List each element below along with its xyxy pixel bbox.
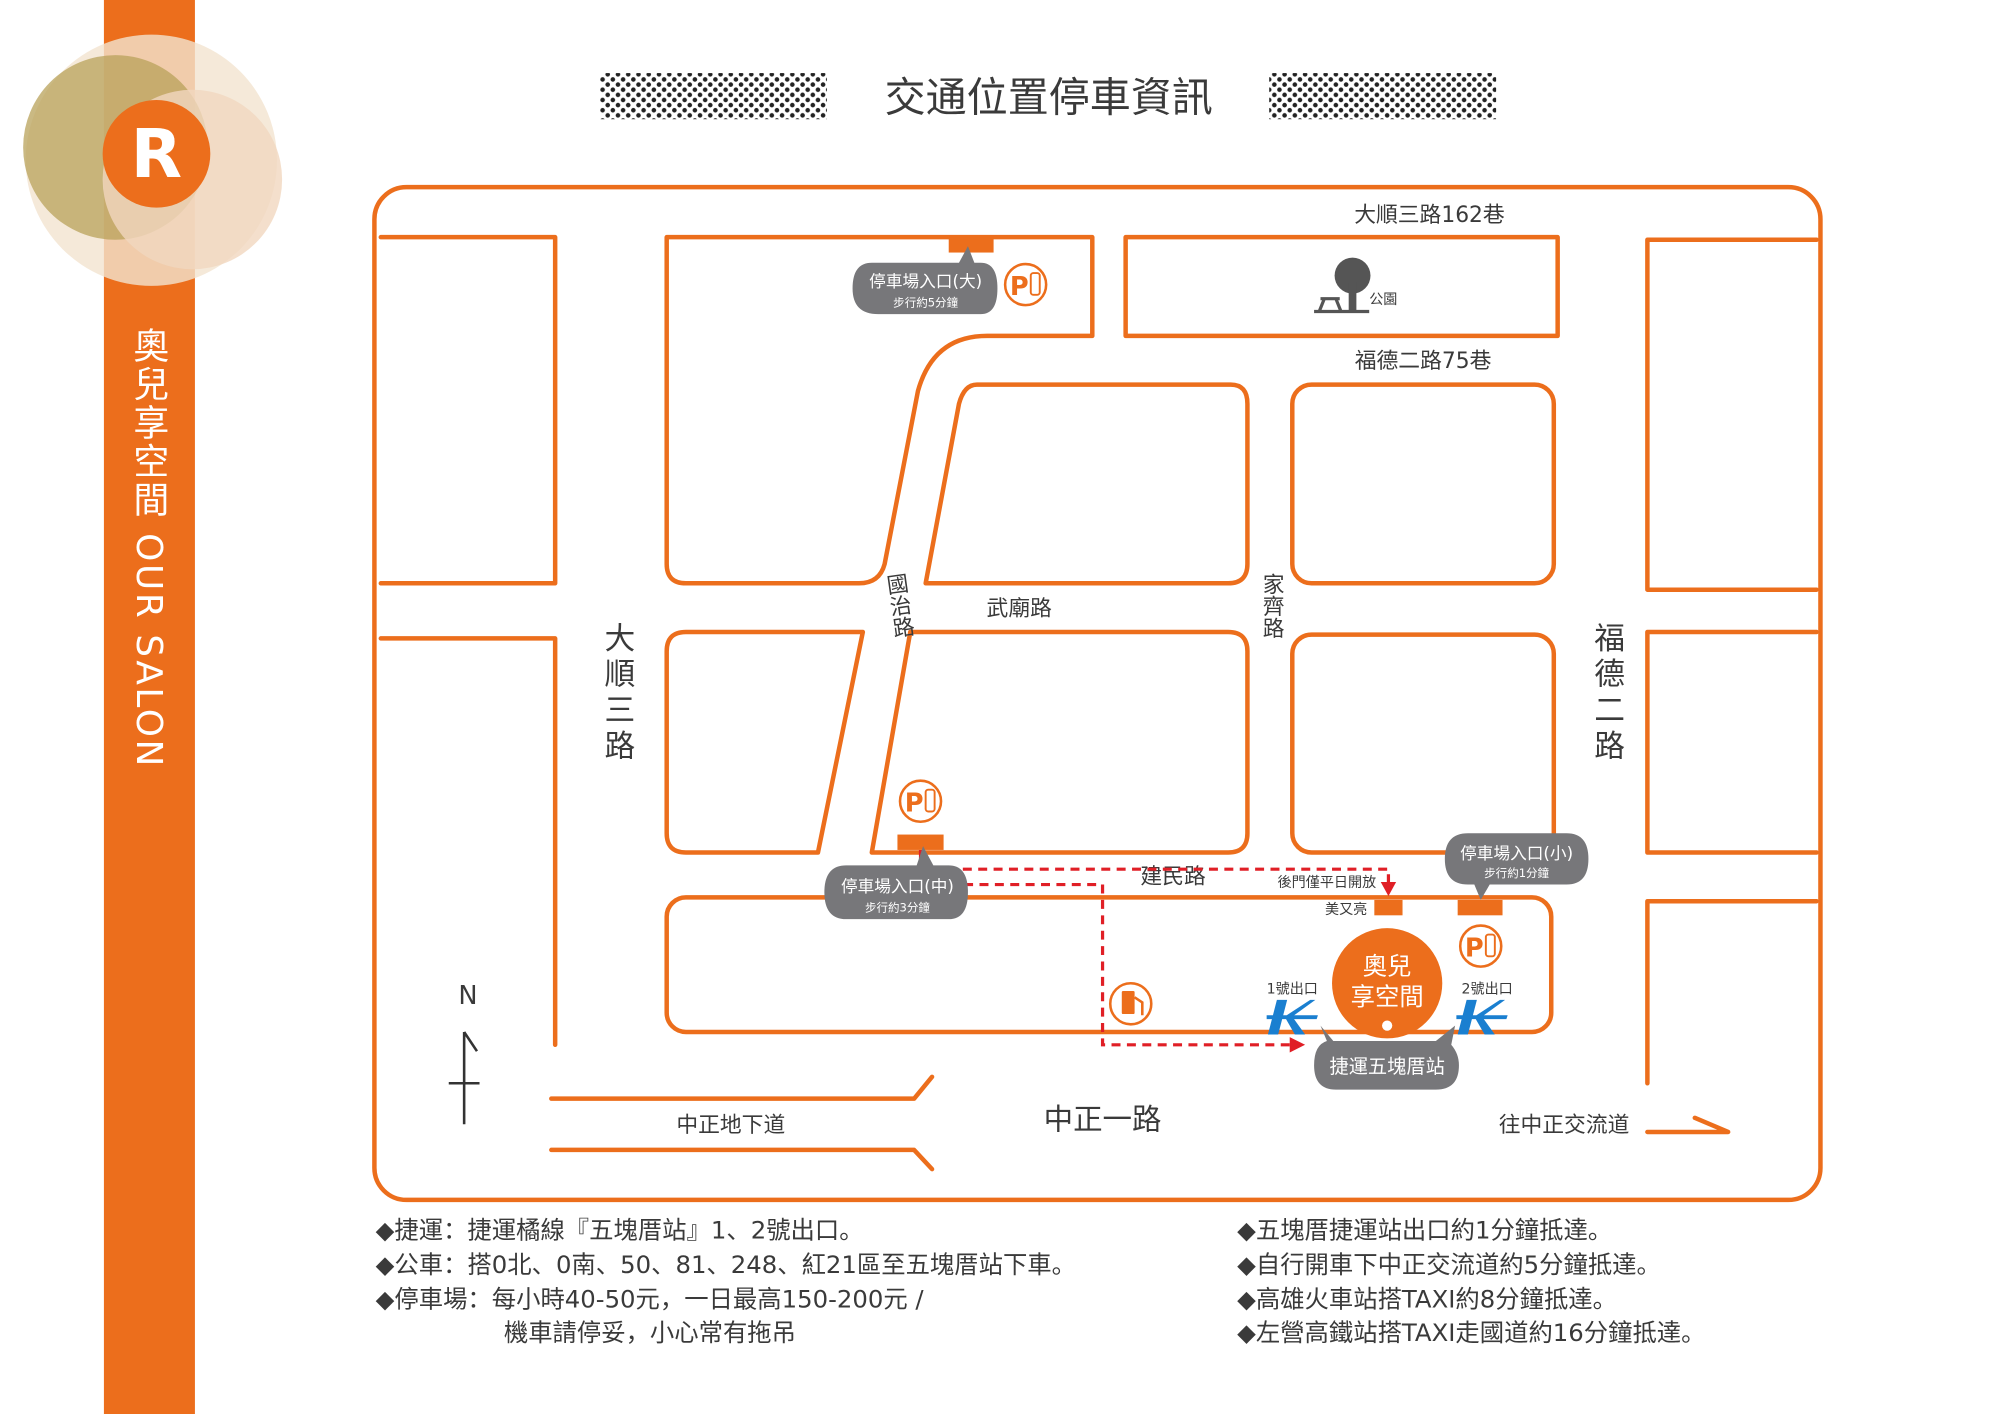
gas-station-icon: [1108, 981, 1153, 1026]
neighbor-label: 美又亮: [1325, 901, 1367, 918]
exit2-label: 2號出口: [1462, 982, 1513, 998]
road-label-dashun-lane: 大順三路162巷: [1354, 203, 1505, 228]
svg-text:P: P: [905, 788, 924, 818]
parking-icon: P: [898, 779, 943, 824]
title-dots-right: [1269, 73, 1497, 120]
svg-text:停車場入口(小): 停車場入口(小): [1460, 844, 1573, 863]
svg-text:步行約3分鐘: 步行約3分鐘: [865, 900, 930, 914]
map-frame: [372, 184, 1823, 1203]
title-dots-left: [600, 73, 827, 120]
transport-notes-right: ◆五塊厝捷運站出口約1分鐘抵達。 ◆自行開車下中正交流道約5分鐘抵達。 ◆高雄火…: [1237, 1215, 1705, 1347]
svg-text:◆停車場：每小時40-50元，一日最高150-200元 /: ◆停車場：每小時40-50元，一日最高150-200元 /: [376, 1285, 925, 1314]
road-label-zhongzheng: 中正一路: [1044, 1102, 1162, 1136]
parking-icon: P: [1003, 262, 1048, 307]
svg-text:◆左營高鐵站搭TAXI走國道約16分鐘抵達。: ◆左營高鐵站搭TAXI走國道約16分鐘抵達。: [1237, 1318, 1705, 1347]
svg-text:停車場入口(中): 停車場入口(中): [841, 877, 954, 896]
road-label-fude: 福德二路: [1588, 621, 1625, 766]
svg-text:◆高雄火車站搭TAXI約8分鐘抵達。: ◆高雄火車站搭TAXI約8分鐘抵達。: [1237, 1285, 1617, 1314]
svg-text:機車請停妥，小心常有拖吊: 機車請停妥，小心常有拖吊: [504, 1318, 796, 1347]
park-label: 公園: [1369, 292, 1397, 308]
road-label-wumiao: 武廟路: [987, 596, 1053, 621]
svg-text:◆捷運：捷運橘線『五塊厝站』1、2號出口。: ◆捷運：捷運橘線『五塊厝站』1、2號出口。: [376, 1215, 864, 1244]
svg-text:步行約5分鐘: 步行約5分鐘: [893, 295, 958, 309]
svg-text:R: R: [131, 115, 182, 193]
svg-text:◆自行開車下中正交流道約5分鐘抵達。: ◆自行開車下中正交流道約5分鐘抵達。: [1237, 1250, 1661, 1279]
road-label-guozhi: 國治路: [882, 573, 915, 640]
svg-text:停車場入口(大): 停車場入口(大): [869, 272, 982, 291]
logo: R: [23, 34, 283, 286]
road-label-underpass: 中正地下道: [676, 1113, 785, 1138]
svg-text:P: P: [1010, 272, 1029, 302]
svg-text:步行約1分鐘: 步行約1分鐘: [1484, 866, 1549, 880]
north-arrow: N: [448, 981, 480, 1125]
parking-icon: P: [1458, 924, 1503, 968]
svg-text:享空間: 享空間: [1351, 982, 1424, 1011]
road-label-jiaqi: 家齊路: [1257, 573, 1284, 639]
road-label-interchange: 往中正交流道: [1499, 1113, 1630, 1138]
parking-entrance-small[interactable]: 停車場入口(小) 步行約1分鐘: [1444, 833, 1589, 916]
brand-vertical-name: 奧兒享空間 OUR SALON: [128, 326, 171, 769]
svg-text:捷運五塊厝站: 捷運五塊厝站: [1329, 1055, 1444, 1078]
park-tree-icon: [1314, 257, 1371, 314]
mrt-station-callout: 捷運五塊厝站: [1314, 1025, 1459, 1090]
mrt-exit1-icon: [1266, 999, 1318, 1035]
svg-text:N: N: [458, 981, 477, 1011]
svg-text:◆公車：搭0北、0南、50、81、248、紅21區至五塊厝站: ◆公車：搭0北、0南、50、81、248、紅21區至五塊厝站下車。: [376, 1250, 1076, 1279]
back-door-note: 後門僅平日開放: [1278, 875, 1377, 891]
salon-location-marker[interactable]: 奧兒 享空間: [1332, 928, 1443, 1039]
page-title: 交通位置停車資訊: [885, 74, 1213, 122]
parking-entrance-medium[interactable]: 停車場入口(中) 步行約3分鐘: [824, 834, 968, 920]
transport-notes-left: ◆捷運：捷運橘線『五塊厝站』1、2號出口。 ◆公車：搭0北、0南、50、81、2…: [376, 1215, 1076, 1347]
exit1-label: 1號出口: [1267, 982, 1318, 998]
svg-text:◆五塊厝捷運站出口約1分鐘抵達。: ◆五塊厝捷運站出口約1分鐘抵達。: [1237, 1215, 1612, 1244]
road-label-fude-lane: 福德二路75巷: [1355, 349, 1492, 374]
street-blocks: [378, 234, 1819, 1172]
svg-text:奧兒: 奧兒: [1363, 951, 1412, 980]
mrt-exit2-icon: [1456, 999, 1508, 1035]
parking-entrance-large[interactable]: 停車場入口(大) 步行約5分鐘: [852, 237, 998, 315]
back-door-marker: [1374, 899, 1403, 916]
svg-text:P: P: [1465, 933, 1484, 963]
road-label-dashun: 大順三路: [598, 621, 635, 766]
